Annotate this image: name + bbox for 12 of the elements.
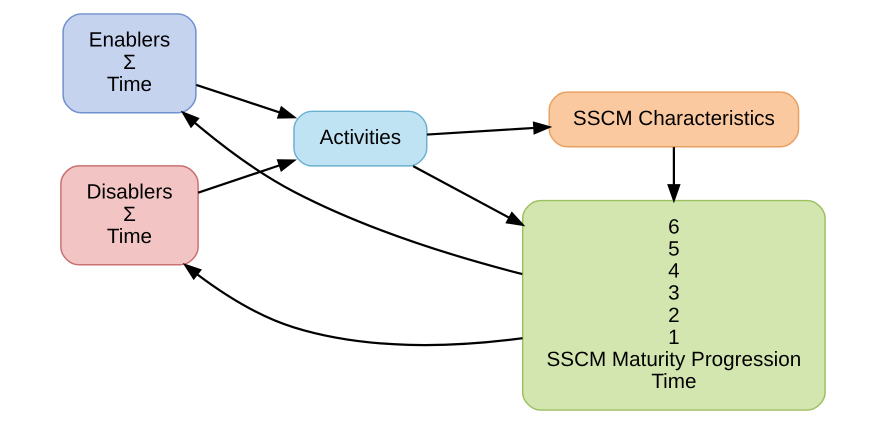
- arrow: [182, 263, 522, 346]
- arrow: [666, 147, 680, 204]
- arrow: [197, 159, 296, 194]
- node-box: 6 5 4 3 2 1 SSCM Maturity Progression Time: [521, 200, 826, 411]
- arrow: [412, 165, 525, 226]
- node-box: Activities: [292, 110, 427, 167]
- arrow: [195, 84, 297, 119]
- node-box: Disablers Σ Time: [60, 165, 198, 266]
- arrow: [426, 121, 552, 136]
- arrow: [180, 110, 522, 276]
- node-box: SSCM Characteristics: [548, 91, 799, 148]
- node-box: Enablers Σ Time: [62, 13, 196, 114]
